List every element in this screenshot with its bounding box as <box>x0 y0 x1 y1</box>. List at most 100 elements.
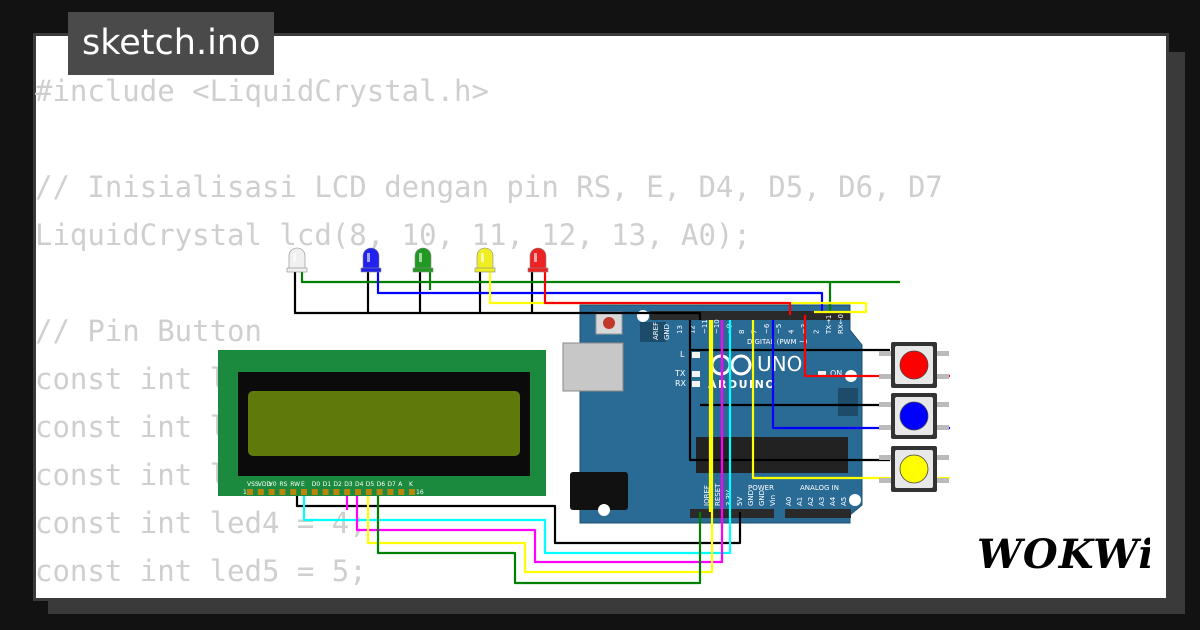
pushbutton[interactable] <box>879 393 949 439</box>
power-label: POWER <box>748 484 774 492</box>
on-label: ON <box>830 369 842 378</box>
wire <box>302 320 732 555</box>
digital-pin-label: 7 <box>750 330 758 334</box>
lcd-pin-label: RS <box>279 481 287 488</box>
lcd-pin <box>387 489 394 495</box>
lcd-pin-last: 16 <box>416 489 424 496</box>
lcd-pin-label: D3 <box>344 481 353 488</box>
wire <box>300 270 900 284</box>
power-pin-label: GND <box>758 490 766 506</box>
lcd-pin <box>311 489 318 495</box>
lcd-pin <box>409 489 415 495</box>
led[interactable] <box>286 247 308 273</box>
lcd-pin <box>247 489 253 495</box>
lcd-pin-label: D6 <box>377 481 386 488</box>
lcd-pin-label: D2 <box>333 481 342 488</box>
digital-pin-label: ~10 <box>713 319 721 334</box>
led-tx-label: TX <box>674 369 686 378</box>
lcd-pin-label: E <box>301 481 305 488</box>
lcd-pin-label: V0 <box>269 481 277 488</box>
lcd-pin <box>333 489 340 495</box>
aref-label: AREF <box>652 322 660 340</box>
lcd-pin <box>279 489 286 495</box>
led-l-label: L <box>680 350 685 359</box>
analog-label: ANALOG IN <box>800 484 839 492</box>
code-line: // Pin Button <box>35 314 262 348</box>
lcd-pin <box>290 489 297 495</box>
lcd-pin <box>398 489 405 495</box>
led[interactable] <box>474 247 496 273</box>
digital-pin-label: ~11 <box>701 319 709 334</box>
wire <box>376 496 702 585</box>
lcd-pin-label: RW <box>290 481 300 488</box>
wire <box>355 320 724 564</box>
power-pin-label: IOREF <box>703 485 711 506</box>
lcd-pin-label: D4 <box>355 481 364 488</box>
lcd-pin-label: K <box>409 481 414 488</box>
usb-port <box>562 342 624 392</box>
digital-pin-label: 4 <box>788 329 796 334</box>
code-line: #include <LiquidCrystal.h> <box>35 74 489 108</box>
leds <box>286 247 549 273</box>
digital-pin-label: RX←0 <box>837 314 845 334</box>
wire <box>488 270 868 314</box>
analog-pin-label: A1 <box>796 497 804 506</box>
digital-label: DIGITAL (PWM ~) <box>747 338 808 346</box>
svg-text:WOKWi: WOKWi <box>977 531 1150 578</box>
lcd-pin <box>257 489 264 495</box>
digital-pin-label: 8 <box>738 330 746 334</box>
digital-pin-label: ~6 <box>763 323 771 334</box>
code-line: // Inisialisasi LCD dengan pin RS, E, D4… <box>35 170 943 204</box>
analog-pin-label: A2 <box>807 497 815 506</box>
analog-pin-label: A3 <box>818 497 826 506</box>
power-pin-label: RESET <box>714 483 722 506</box>
arduino-brand: ARDUINO <box>708 378 776 391</box>
lcd-pin <box>376 489 383 495</box>
analog-pin-label: A4 <box>829 496 837 506</box>
power-pin-label: 5V <box>736 497 744 506</box>
atmega-chip <box>696 437 848 473</box>
lcd-pin <box>268 489 275 495</box>
digital-pin-label: TX→1 <box>825 315 833 335</box>
wire <box>366 320 714 574</box>
lcd-pin-label: D1 <box>323 481 332 488</box>
analog-pin-label: A5 <box>840 497 848 506</box>
digital-pin-label: ~5 <box>775 324 783 334</box>
wire <box>295 496 742 545</box>
pushbutton[interactable] <box>879 342 949 388</box>
code-block: #include <LiquidCrystal.h> // Inisialisas… <box>35 67 943 595</box>
code-line: const int led5 = 5; <box>35 554 367 588</box>
lcd-pin-label: D7 <box>387 481 396 488</box>
lcd-pin-label: D0 <box>312 481 321 488</box>
filename-tag: sketch.ino <box>68 12 275 75</box>
wire <box>688 320 890 462</box>
wire <box>543 270 792 315</box>
power-pin-label: Vin <box>769 495 777 506</box>
led-rx-label: RX <box>675 379 687 388</box>
lcd-pin <box>355 489 361 495</box>
code-line: LiquidCrystal lcd(8, 10, 11, 12, 13, A0)… <box>35 218 751 252</box>
lcd-pin <box>301 489 307 495</box>
led[interactable] <box>527 247 549 273</box>
lcd-pin <box>344 489 351 495</box>
lcd-pin-first: 1 <box>243 489 247 496</box>
arduino-model: UNO <box>757 352 802 376</box>
lcd-screen <box>248 391 520 456</box>
lcd-pin-label: D5 <box>366 481 375 488</box>
digital-pin-label: 13 <box>676 325 684 334</box>
analog-pin-label: A0 <box>785 497 793 506</box>
lcd-pin-label: VSS <box>247 481 259 488</box>
wokwi-logo: WOKWi <box>977 531 1150 578</box>
led[interactable] <box>360 247 382 273</box>
power-pin-label: GND <box>747 490 755 506</box>
digital-pin-label: 12 <box>688 325 696 334</box>
pushbuttons <box>879 342 949 492</box>
pushbutton[interactable] <box>879 446 949 492</box>
lcd-pin <box>322 489 329 495</box>
digital-pin-label: 2 <box>812 330 820 334</box>
led[interactable] <box>412 247 434 273</box>
gnd-label: GND <box>663 324 671 340</box>
